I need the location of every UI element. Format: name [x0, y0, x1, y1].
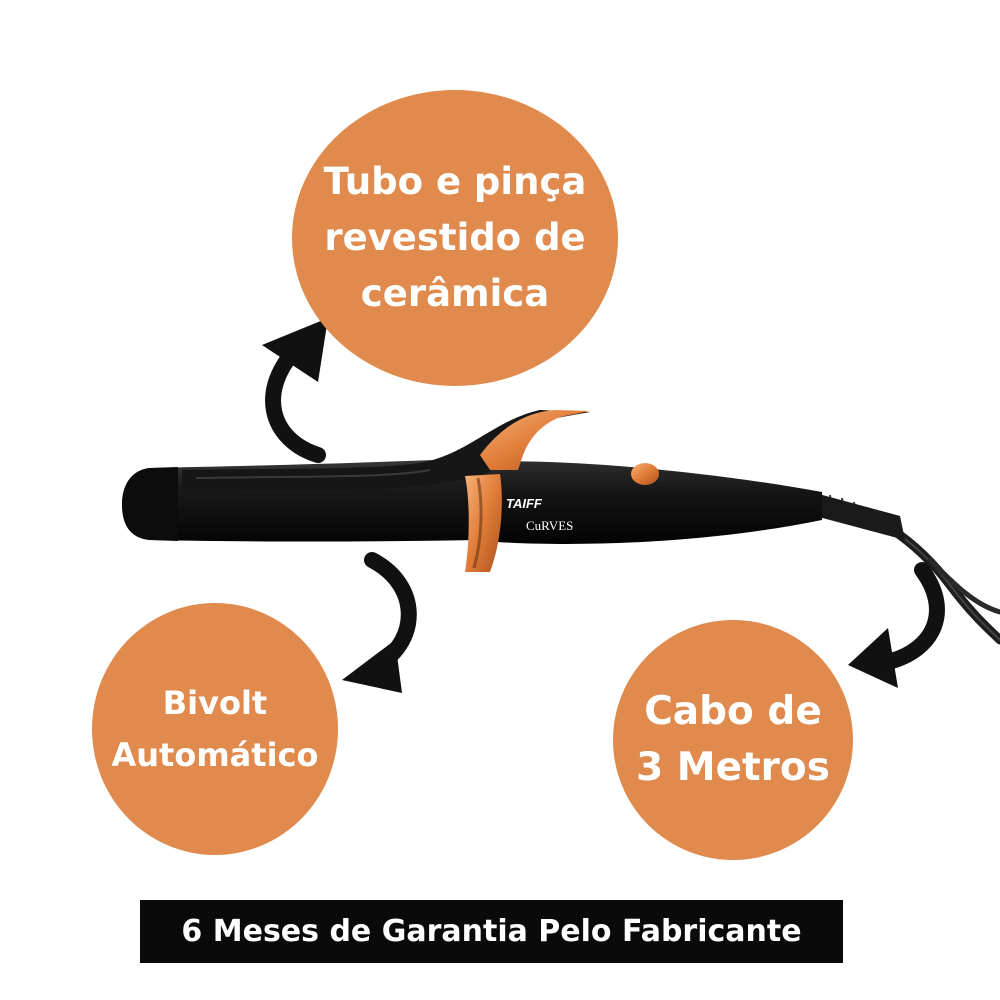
feature-bivolt-line-2: Automático — [111, 736, 319, 774]
clamp-lever — [480, 410, 590, 470]
arrow-to-right-circle — [848, 562, 945, 688]
feature-bivolt-circle: Bivolt Automático — [92, 603, 338, 855]
warranty-text: 6 Meses de Garantia Pelo Fabricante — [181, 914, 802, 949]
feature-ceramic-line-3: cerâmica — [360, 272, 550, 315]
power-cable — [810, 493, 1000, 645]
arrow-to-top-circle — [262, 318, 328, 463]
brand-logo: TAIFF — [506, 496, 543, 511]
temperature-button — [631, 463, 659, 485]
collar-ring — [465, 474, 502, 572]
model-logo: CuRVES — [526, 518, 573, 533]
feature-cable-line-1: Cabo de — [644, 689, 822, 734]
barrel-tip — [122, 467, 178, 541]
feature-cable-circle: Cabo de 3 Metros — [613, 620, 853, 860]
warranty-banner: 6 Meses de Garantia Pelo Fabricante — [140, 900, 843, 963]
handle — [470, 461, 822, 544]
feature-ceramic-line-1: Tubo e pinça — [323, 160, 587, 203]
feature-cable-line-2: 3 Metros — [636, 745, 830, 790]
feature-bivolt-line-1: Bivolt — [162, 684, 268, 722]
feature-ceramic-circle: Tubo e pinça revestido de cerâmica — [292, 90, 618, 386]
feature-ceramic-line-2: revestido de — [324, 216, 586, 259]
clamp — [182, 410, 590, 491]
arrow-to-left-circle — [342, 552, 417, 693]
